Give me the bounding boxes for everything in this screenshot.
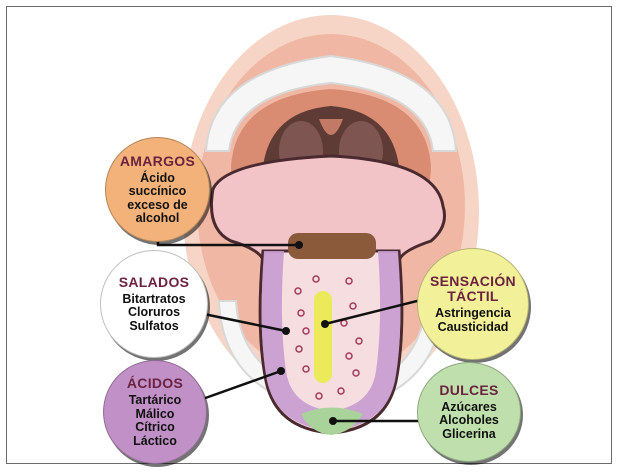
tactile-title-line-1: SENSACIÓN [430,274,516,289]
sweet-title: DULCES [439,383,498,398]
acid-item: Tartárico [129,394,182,408]
bitter-item: alcohol [127,212,187,226]
acid-item: Málico [129,408,182,422]
tactile-items: Astringencia Causticidad [435,307,511,334]
bitter-bubble: AMARGOS Ácido succínico exceso de alcoho… [105,137,210,242]
acid-bubble: ÁCIDOS Tartárico Málico Cítrico Láctico [103,360,207,464]
sweet-bubble: DULCES Azúcares Alcoholes Glicerina [417,362,521,462]
acid-item: Cítrico [129,421,182,435]
bitter-items: Ácido succínico exceso de alcohol [127,172,187,226]
bitter-item: succínico [127,185,187,199]
sweet-item: Alcoholes [439,414,499,428]
bitter-item: Ácido [127,172,187,186]
salty-item: Cloruros [122,306,185,320]
tactile-bubble: SENSACIÓN TÁCTIL Astringencia Causticida… [417,248,529,360]
acid-item: Láctico [129,435,182,449]
tactile-title-line-2: TÁCTIL [447,289,499,304]
acid-title: ÁCIDOS [127,376,183,391]
salty-items: Bitartratos Cloruros Sulfatos [122,293,185,334]
salty-item: Sulfatos [122,320,185,334]
bitter-item: exceso de [127,199,187,213]
tactile-zone [314,291,332,383]
sweet-item: Glicerina [439,428,499,442]
sweet-items: Azúcares Alcoholes Glicerina [439,401,499,442]
bitter-title: AMARGOS [120,154,195,169]
salty-bubble: SALADOS Bitartratos Cloruros Sulfatos [100,250,208,358]
acid-items: Tartárico Málico Cítrico Láctico [129,394,182,448]
tactile-item: Astringencia [435,307,511,321]
salty-item: Bitartratos [122,293,185,307]
salty-title: SALADOS [119,275,190,290]
tactile-item: Causticidad [435,321,511,335]
diagram-frame [6,6,612,464]
mouth-tongue-illustration [7,7,612,464]
sweet-item: Azúcares [439,401,499,415]
